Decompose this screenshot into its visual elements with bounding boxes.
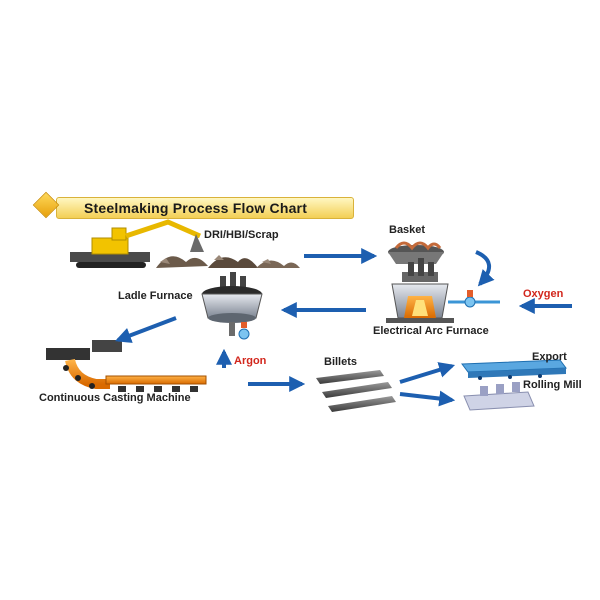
arrow-billets-to-export (399, 362, 456, 384)
label-export: Export (532, 351, 567, 363)
arrow-billets-to-rolling (399, 390, 456, 407)
label-continuous-casting-machine: Continuous Casting Machine (39, 392, 191, 404)
arrow-basket-to-eaf (475, 250, 495, 287)
electric-arc-furnace-icon (386, 258, 454, 323)
rolling-mill-icon (463, 382, 535, 411)
flow-arrows (115, 248, 572, 407)
oxygen-valve-icon (448, 290, 500, 308)
label-electrical-arc-furnace: Electrical Arc Furnace (373, 325, 489, 337)
label-rolling-mill: Rolling Mill (523, 379, 582, 391)
continuous-casting-machine-icon (46, 340, 207, 392)
scrap-pile-icon (156, 255, 300, 268)
arrow-ladle-to-caster (115, 316, 177, 343)
excavator-icon (70, 219, 204, 268)
label-dri-hbi-scrap: DRI/HBI/Scrap (204, 229, 279, 241)
ladle-furnace-icon (201, 272, 263, 340)
label-argon: Argon (234, 355, 267, 367)
billets-icon (316, 370, 396, 412)
export-train-icon (461, 359, 567, 380)
label-ladle-furnace: Ladle Furnace (118, 290, 193, 302)
basket-icon (388, 241, 444, 264)
label-billets: Billets (324, 356, 358, 368)
label-oxygen: Oxygen (523, 288, 564, 300)
title-bar (56, 197, 354, 219)
diagram-title: Steelmaking Process Flow Chart (84, 200, 308, 216)
title-banner: Steelmaking Process Flow Chart (32, 191, 354, 219)
label-basket: Basket (389, 224, 426, 236)
